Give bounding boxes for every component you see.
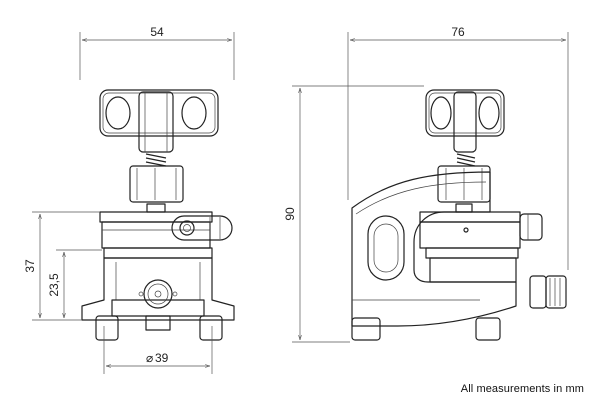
front-base	[81, 247, 235, 341]
side-spring	[456, 153, 476, 167]
dim-text-front-width: 54	[150, 25, 164, 39]
front-screw	[129, 165, 184, 213]
dimension-clamp-height	[32, 211, 100, 321]
side-base	[351, 247, 567, 341]
dimension-side-width	[347, 32, 569, 270]
dim-text-side-width: 76	[451, 25, 465, 39]
front-knob	[99, 89, 219, 153]
front-clamp	[99, 211, 233, 249]
dim-text-mid-height: 23,5	[47, 273, 61, 297]
dim-text-total-height: 90	[283, 207, 297, 221]
side-clamp-ring	[419, 211, 543, 249]
front-spring	[145, 153, 167, 167]
front-view	[81, 89, 235, 341]
units-note: All measurements in mm	[460, 383, 584, 395]
side-knob	[425, 89, 505, 153]
dim-text-diameter: 39	[155, 351, 169, 365]
dimension-front-width	[79, 32, 235, 80]
side-view	[351, 89, 567, 341]
dimension-mid-height	[56, 249, 102, 318]
dimension-diameter	[103, 326, 213, 374]
diameter-symbol: ⌀	[146, 351, 153, 365]
side-clamp-body	[351, 171, 517, 327]
dimension-total-height	[292, 85, 424, 343]
dim-text-clamp-height: 37	[23, 259, 37, 273]
